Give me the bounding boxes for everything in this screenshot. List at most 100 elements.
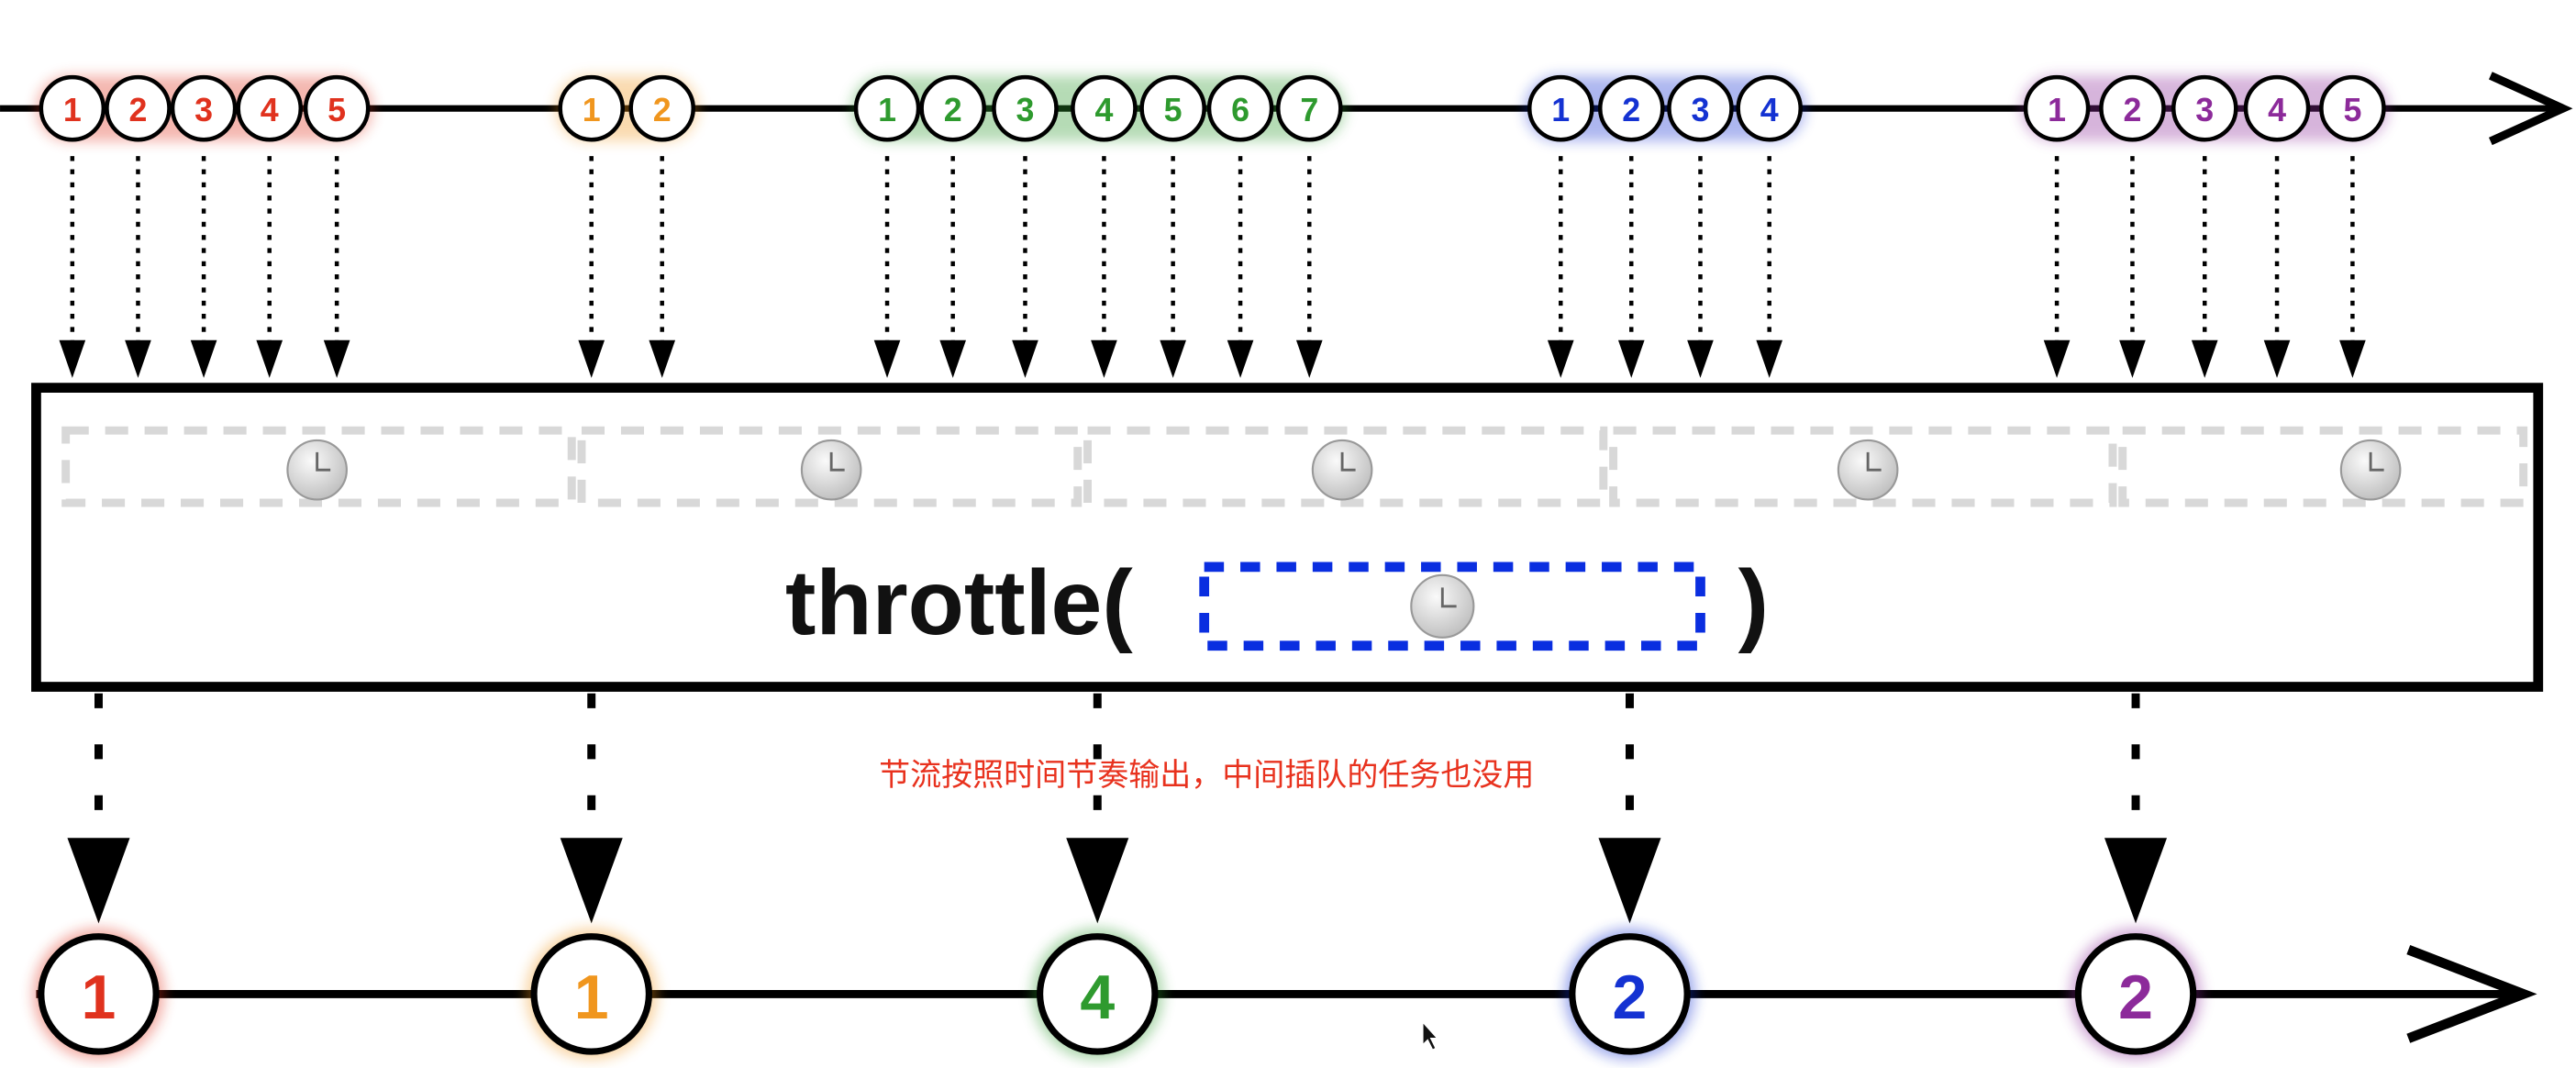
marble-value: 2: [129, 92, 148, 128]
marble-value: 3: [1692, 92, 1710, 128]
output-marble: 2: [2070, 928, 2202, 1061]
arrowhead-icon: [578, 339, 605, 378]
arrowhead-icon: [1227, 339, 1254, 378]
marble-value: 2: [1613, 962, 1648, 1032]
marble-value: 2: [653, 92, 672, 128]
input-marble: 4: [1071, 74, 1138, 142]
marble-value: 3: [194, 92, 213, 128]
marble-value: 5: [328, 92, 346, 128]
marble-value: 3: [2195, 92, 2214, 128]
marble-value: 7: [1300, 92, 1318, 128]
marble-value: 1: [82, 962, 117, 1032]
arrowhead-icon: [67, 838, 130, 924]
clock-icon: [1410, 573, 1475, 639]
arrowhead-icon: [560, 838, 623, 924]
arrowhead-icon: [1756, 339, 1783, 378]
marble-value: 4: [261, 92, 279, 128]
time-windows: [61, 426, 2528, 507]
input-marble: 5: [1139, 74, 1206, 142]
arrowhead-icon: [649, 339, 676, 378]
input-marble: 3: [1667, 74, 1734, 142]
marble-value: 4: [1760, 92, 1779, 128]
arrowhead-icon: [256, 339, 283, 378]
mouse-cursor-icon: [1422, 1019, 1439, 1051]
input-marble: 2: [1598, 74, 1665, 142]
input-marble: 2: [628, 74, 695, 142]
output-arrows: [67, 693, 2168, 924]
marble-value: 1: [63, 92, 82, 128]
marble-value: 1: [2048, 92, 2066, 128]
timeline-arrow-icon: [2406, 945, 2537, 1043]
arrowhead-icon: [1091, 339, 1117, 378]
time-window: [577, 426, 1083, 507]
arrowhead-icon: [2043, 339, 2071, 378]
input-marble: 5: [2319, 74, 2386, 142]
marble-value: 1: [583, 92, 601, 128]
operator-label: throttle(: [785, 551, 1133, 654]
marble-value: 3: [1016, 92, 1035, 128]
input-marble: 2: [2099, 74, 2166, 142]
input-marble: 4: [236, 74, 303, 142]
input-marble: 1: [1527, 74, 1594, 142]
arrowhead-icon: [1012, 339, 1038, 378]
marble-value: 4: [1080, 962, 1115, 1032]
arrowhead-icon: [1687, 339, 1714, 378]
output-marbles: 1 1 4 2 2: [32, 928, 2202, 1061]
input-marble: 1: [2023, 74, 2091, 142]
clock-icon: [1837, 439, 1899, 501]
clock-icon: [286, 439, 348, 501]
input-marble: 2: [919, 74, 986, 142]
marble-value: 1: [574, 962, 609, 1032]
marble-value: 6: [1231, 92, 1249, 128]
arrowhead-icon: [2339, 339, 2366, 378]
arrowhead-icon: [1598, 838, 1661, 924]
marble-value: 2: [2118, 962, 2153, 1032]
input-marble: 4: [1736, 74, 1803, 142]
time-window: [61, 426, 576, 507]
input-marble: 5: [303, 74, 371, 142]
marble-value: 5: [1164, 92, 1183, 128]
output-marble: 1: [526, 928, 658, 1061]
marble-value: 2: [944, 92, 962, 128]
arrowhead-icon: [1295, 339, 1323, 378]
marble-value: 4: [1094, 92, 1113, 128]
arrowhead-icon: [1617, 339, 1645, 378]
marble-value: 5: [2343, 92, 2361, 128]
marble-value: 1: [1551, 92, 1570, 128]
arrowhead-icon: [1160, 339, 1186, 378]
clock-icon: [2339, 439, 2402, 501]
input-marble: 7: [1276, 74, 1343, 142]
arrowhead-icon: [190, 339, 217, 378]
arrowhead-icon: [125, 339, 151, 378]
marble-value: 2: [2123, 92, 2141, 128]
timeline-arrow-icon: [2488, 72, 2573, 146]
arrowhead-icon: [59, 339, 86, 378]
input-marble: 1: [853, 74, 921, 142]
input-marble: 3: [170, 74, 238, 142]
arrowhead-icon: [2119, 339, 2146, 378]
arrowhead-icon: [2191, 339, 2218, 378]
input-marble: 1: [558, 74, 625, 142]
time-window: [1609, 426, 2117, 507]
operator-close-paren: ): [1738, 551, 1769, 654]
clock-icon: [1311, 439, 1373, 501]
marble-value: 1: [878, 92, 896, 128]
marble-value: 4: [2268, 92, 2286, 128]
marble-value: 2: [1622, 92, 1640, 128]
input-arrows: [59, 156, 2366, 378]
clock-icon: [1410, 573, 1475, 639]
arrowhead-icon: [1547, 339, 1574, 378]
output-marble: 1: [32, 928, 165, 1061]
arrowhead-icon: [323, 339, 350, 378]
arrowhead-icon: [873, 339, 901, 378]
arrowhead-icon: [939, 339, 967, 378]
input-marble: 3: [2171, 74, 2238, 142]
time-window: [1083, 426, 1608, 507]
input-marble: 2: [105, 74, 172, 142]
input-marble: 4: [2243, 74, 2311, 142]
arrowhead-icon: [1066, 838, 1129, 924]
annotation-text: 节流按照时间节奏输出，中间插队的任务也没用: [879, 757, 1534, 794]
output-marble: 2: [1563, 928, 1696, 1061]
input-marbles: 1 2 3 4 5 1 2 1 2 3 4 5 6 7 1 2 3 4 1 2 3 4 5: [36, 74, 2389, 142]
input-marble: 3: [992, 74, 1059, 142]
